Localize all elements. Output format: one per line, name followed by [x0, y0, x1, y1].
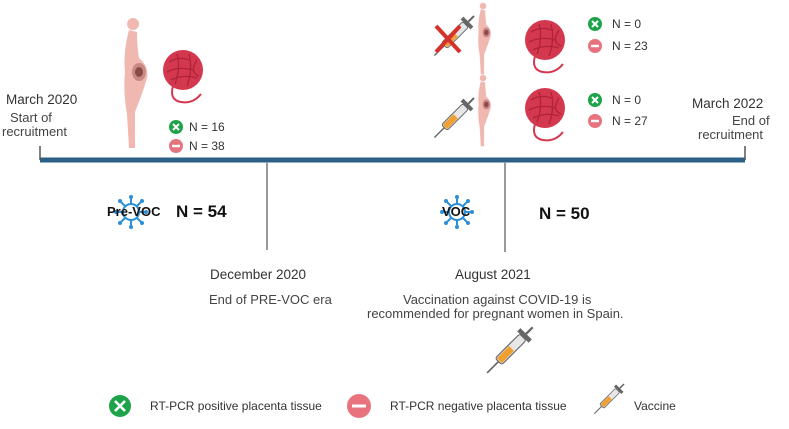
legend-positive: RT-PCR positive placenta tissue	[150, 399, 322, 413]
vaccinated-negative-count: N = 27	[612, 114, 648, 128]
syringe-icon	[428, 10, 480, 62]
end-note: End of	[732, 113, 770, 128]
voc-label: VOC	[442, 204, 471, 219]
start-note: recruitment	[2, 124, 68, 139]
voc-count: N = 50	[539, 204, 590, 223]
august-date: August 2021	[455, 267, 531, 282]
negative-icon	[588, 114, 602, 128]
negative-icon	[169, 139, 183, 153]
unvaccinated-positive-count: N = 0	[612, 17, 642, 31]
start-date: March 2020	[6, 92, 78, 107]
positive-icon	[588, 17, 602, 31]
august-note: recommended for pregnant women in Spain.	[367, 306, 624, 321]
december-date: December 2020	[210, 267, 307, 282]
crossed-out-icon	[434, 24, 462, 54]
syringe-icon	[480, 320, 540, 380]
syringe-icon	[590, 379, 629, 418]
placenta-icon	[524, 87, 566, 142]
prevoc-negative-count: N = 38	[189, 139, 225, 153]
legend-negative: RT-PCR negative placenta tissue	[390, 399, 567, 413]
positive-icon	[109, 395, 131, 417]
negative-icon	[347, 394, 371, 418]
positive-icon	[588, 93, 602, 107]
placenta-icon	[162, 49, 204, 104]
pregnant-woman-icon	[124, 18, 148, 148]
pregnant-woman-icon	[478, 74, 491, 147]
prevoc-label: Pre-VOC	[107, 204, 161, 219]
unvaccinated-negative-count: N = 23	[612, 39, 648, 53]
negative-icon	[588, 39, 602, 53]
pregnant-woman-icon	[478, 2, 491, 75]
start-note: Start of	[10, 110, 52, 125]
december-note: End of PRE-VOC era	[209, 292, 332, 307]
prevoc-count: N = 54	[176, 202, 227, 221]
syringe-icon	[428, 92, 480, 144]
end-date: March 2022	[692, 96, 764, 111]
vaccinated-positive-count: N = 0	[612, 93, 642, 107]
positive-icon	[169, 120, 183, 134]
prevoc-positive-count: N = 16	[189, 120, 225, 134]
legend-vaccine: Vaccine	[634, 399, 676, 413]
august-note: Vaccination against COVID-19 is	[403, 292, 592, 307]
end-note: recruitment	[698, 127, 764, 142]
placenta-icon	[524, 19, 566, 74]
